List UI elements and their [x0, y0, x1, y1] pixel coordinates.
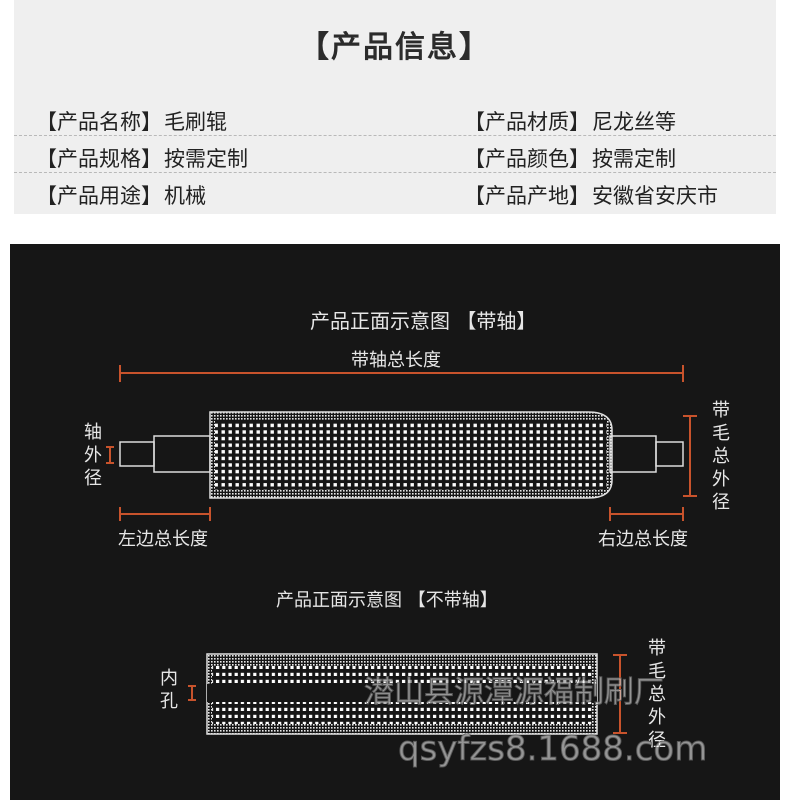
info-row: 【产品名称】毛刷辊 【产品材质】尼龙丝等 [14, 100, 776, 136]
watermark-company: 潜山县源潭源福制刷厂 [364, 675, 664, 710]
shaft-diameter-label-2: 外 [84, 445, 102, 466]
brush-diameter-label-5: 径 [712, 492, 730, 513]
info-cell-usage: 【产品用途】机械 [36, 180, 206, 210]
info-key: 【产品用途】 [36, 184, 162, 208]
info-cell-material: 【产品材质】尼龙丝等 [464, 106, 676, 136]
diagram-panel: 产品正面示意图 【带轴】 带轴总长度 轴 外 [10, 244, 780, 800]
shaft-right [609, 435, 684, 473]
brush-outer-diameter-marker: 带 毛 总 外 径 [683, 400, 730, 513]
diagram2-title: 产品正面示意图 【不带轴】 [276, 590, 498, 611]
left-length-label: 左边总长度 [118, 529, 208, 550]
brush-diameter-label-3: 总 [712, 446, 730, 467]
tube-diameter-label-4: 外 [648, 707, 666, 728]
info-row: 【产品规格】按需定制 【产品颜色】按需定制 [14, 137, 776, 173]
watermark-url: qsyfzs8.1688.com [398, 729, 707, 769]
brush-tube-body [206, 653, 598, 735]
diagram1-title: 产品正面示意图 【带轴】 [310, 309, 536, 333]
info-key: 【产品产地】 [464, 184, 590, 208]
info-value: 毛刷辊 [164, 110, 227, 134]
brush-diameter-label-1: 带 [712, 400, 730, 421]
info-value: 机械 [164, 184, 206, 208]
info-cell-color: 【产品颜色】按需定制 [464, 143, 676, 173]
tube-outer-diameter-marker: 带 毛 总 外 径 [613, 638, 666, 751]
info-key: 【产品名称】 [36, 110, 162, 134]
right-length-dimension: 右边总长度 [598, 507, 688, 550]
tube-diameter-label-1: 带 [648, 638, 666, 659]
inner-hole-marker: 内 孔 [160, 668, 196, 712]
row-divider [14, 135, 776, 136]
shaft-diameter-label-3: 径 [84, 468, 102, 489]
info-key: 【产品颜色】 [464, 147, 590, 171]
tube-diameter-label-2: 毛 [648, 661, 666, 682]
info-value: 按需定制 [592, 147, 676, 171]
brush-roller-body [209, 411, 613, 499]
info-key: 【产品规格】 [36, 147, 162, 171]
info-key: 【产品材质】 [464, 110, 590, 134]
info-value: 尼龙丝等 [592, 110, 676, 134]
info-title: 【产品信息】 [299, 30, 491, 65]
tube-diameter-label-5: 径 [648, 730, 666, 751]
info-cell-name: 【产品名称】毛刷辊 [36, 106, 227, 136]
inner-hole-label-2: 孔 [160, 691, 178, 712]
row-divider [14, 172, 776, 173]
shaft-diameter-marker: 轴 外 径 [84, 422, 114, 489]
inner-hole-label-1: 内 [160, 668, 178, 689]
shaft-diameter-label-1: 轴 [84, 422, 102, 443]
left-length-dimension: 左边总长度 [118, 507, 211, 550]
total-length-dimension: 带轴总长度 [119, 350, 684, 382]
brush-diameter-label-4: 外 [712, 469, 730, 490]
info-cell-spec: 【产品规格】按需定制 [36, 143, 248, 173]
info-row: 【产品用途】机械 【产品产地】安徽省安庆市 [14, 174, 776, 210]
right-length-label: 右边总长度 [598, 529, 688, 550]
total-length-label: 带轴总长度 [351, 350, 441, 371]
product-info-panel: 【产品信息】 【产品名称】毛刷辊 【产品材质】尼龙丝等 【产品规格】按需定制 【… [14, 0, 776, 214]
info-value: 安徽省安庆市 [592, 184, 718, 208]
brush-diameter-label-2: 毛 [712, 423, 730, 444]
info-cell-origin: 【产品产地】安徽省安庆市 [464, 180, 718, 210]
tube-diameter-label-3: 总 [648, 684, 666, 705]
info-value: 按需定制 [164, 147, 248, 171]
roller-diagram: 产品正面示意图 【带轴】 带轴总长度 轴 外 [84, 309, 730, 770]
shaft-left [119, 435, 211, 473]
